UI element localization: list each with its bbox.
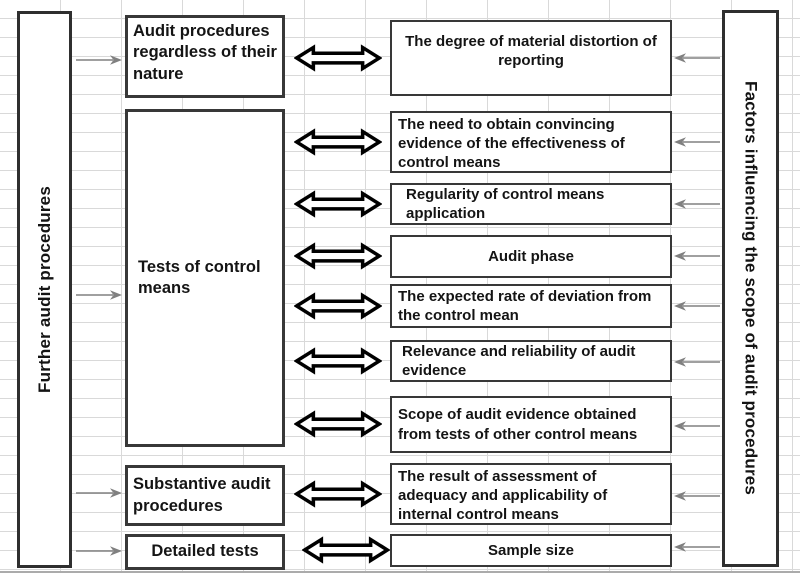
double-arrow-icon-7 bbox=[294, 410, 382, 438]
box-label: Detailed tests bbox=[151, 542, 259, 561]
factor-box-material-distortion: The degree of material distortion of rep… bbox=[390, 20, 672, 96]
factor-box-audit-phase: Audit phase bbox=[390, 235, 672, 278]
right-rail-factors-influencing: Factors influencing the scope of audit p… bbox=[722, 10, 779, 567]
arrow-left-icon-2 bbox=[674, 136, 720, 148]
arrow-left-icon-1 bbox=[674, 52, 720, 64]
arrow-right-icon-4 bbox=[76, 545, 122, 557]
factor-box-regularity: Regularity of control means application bbox=[390, 183, 672, 225]
arrow-right-icon-3 bbox=[76, 487, 122, 499]
arrow-left-icon-3 bbox=[674, 198, 720, 210]
arrow-left-icon-5 bbox=[674, 300, 720, 312]
box-label: Substantive audit procedures bbox=[133, 475, 271, 515]
box-audit-procedures-regardless: Audit procedures regardless of their nat… bbox=[125, 15, 285, 98]
factor-label: The need to obtain convincing evidence o… bbox=[398, 116, 625, 172]
box-label: Audit procedures regardless of their nat… bbox=[133, 22, 277, 83]
factor-box-expected-deviation: The expected rate of deviation from the … bbox=[390, 284, 672, 328]
arrow-right-icon-2 bbox=[76, 289, 122, 301]
double-arrow-icon-1 bbox=[294, 44, 382, 72]
double-arrow-icon-6 bbox=[294, 347, 382, 375]
left-rail-further-audit-procedures: Further audit procedures bbox=[17, 11, 72, 568]
factor-label: Regularity of control means application bbox=[406, 185, 605, 222]
left-rail-label: Further audit procedures bbox=[34, 186, 54, 393]
arrow-left-icon-6 bbox=[674, 356, 720, 368]
factor-box-convincing-evidence: The need to obtain convincing evidence o… bbox=[390, 111, 672, 173]
factor-label: Scope of audit evidence obtained from te… bbox=[398, 406, 638, 443]
box-label: Tests of control means bbox=[138, 257, 261, 297]
arrow-left-icon-4 bbox=[674, 250, 720, 262]
double-arrow-icon-3 bbox=[294, 190, 382, 218]
double-arrow-icon-5 bbox=[294, 292, 382, 320]
factor-box-relevance-reliability: Relevance and reliability of audit evide… bbox=[390, 340, 672, 382]
arrow-left-icon-9 bbox=[674, 541, 720, 553]
factor-label: The expected rate of deviation from the … bbox=[398, 287, 652, 324]
factor-label: The result of assessment of adequacy and… bbox=[398, 468, 608, 524]
arrow-right-icon-1 bbox=[76, 54, 122, 66]
double-arrow-icon-4 bbox=[294, 242, 382, 270]
factor-label: Relevance and reliability of audit evide… bbox=[402, 342, 636, 379]
grid-boundary-line bbox=[0, 571, 800, 573]
factor-label: Sample size bbox=[488, 541, 574, 559]
box-tests-of-control-means: Tests of control means bbox=[125, 109, 285, 447]
box-substantive-audit-procedures: Substantive audit procedures bbox=[125, 465, 285, 526]
double-arrow-icon-9 bbox=[302, 536, 390, 564]
factor-label: The degree of material distortion of rep… bbox=[405, 33, 657, 70]
arrow-left-icon-7 bbox=[674, 420, 720, 432]
box-detailed-tests: Detailed tests bbox=[125, 534, 285, 570]
factor-box-sample-size: Sample size bbox=[390, 534, 672, 567]
right-rail-label: Factors influencing the scope of audit p… bbox=[741, 81, 761, 496]
arrow-left-icon-8 bbox=[674, 490, 720, 502]
factor-box-assessment-result: The result of assessment of adequacy and… bbox=[390, 463, 672, 525]
factor-box-scope-evidence: Scope of audit evidence obtained from te… bbox=[390, 396, 672, 453]
double-arrow-icon-2 bbox=[294, 128, 382, 156]
factor-label: Audit phase bbox=[488, 247, 574, 265]
double-arrow-icon-8 bbox=[294, 480, 382, 508]
